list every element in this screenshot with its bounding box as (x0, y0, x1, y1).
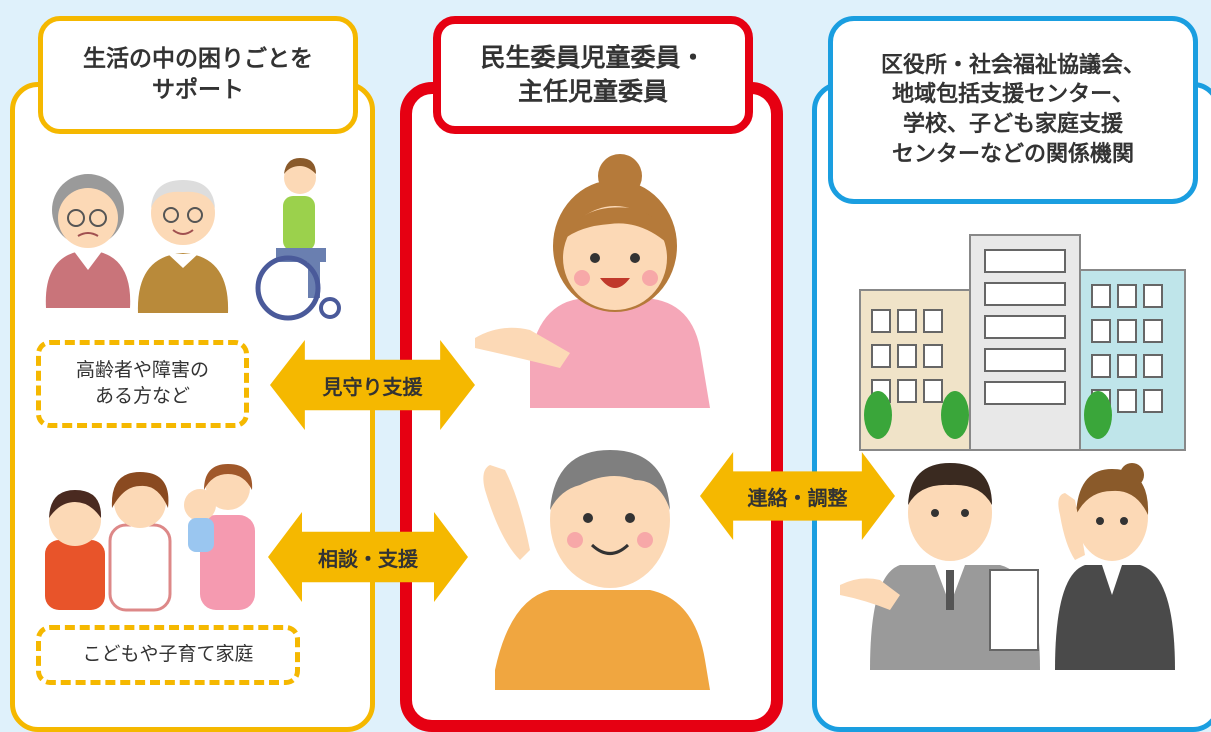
children-family-illustration (45, 464, 255, 612)
elderly-disabled-illustration (45, 158, 341, 321)
children-families-label: こどもや子育て家庭 (36, 625, 300, 685)
center-panel-header: 民生委員児童委員・ 主任児童委員 (433, 16, 753, 134)
female-volunteer-illustration (475, 154, 710, 408)
right-panel-header: 区役所・社会福祉協議会、 地域包括支援センター、 学校、子ども家庭支援 センター… (828, 16, 1198, 204)
watch-support-label: 見守り支援 (322, 374, 423, 399)
elderly-disabled-label: 高齢者や障害の ある方など (36, 340, 249, 428)
buildings-illustration (859, 234, 1186, 451)
male-volunteer-illustration (483, 450, 710, 690)
liaison-label: 連絡・調整 (747, 485, 848, 510)
staff-illustration (840, 463, 1175, 670)
left-panel-header: 生活の中の困りごとを サポート (38, 16, 358, 134)
liaison-arrow: 連絡・調整 (700, 452, 895, 540)
consult-support-label: 相談・支援 (318, 546, 418, 571)
